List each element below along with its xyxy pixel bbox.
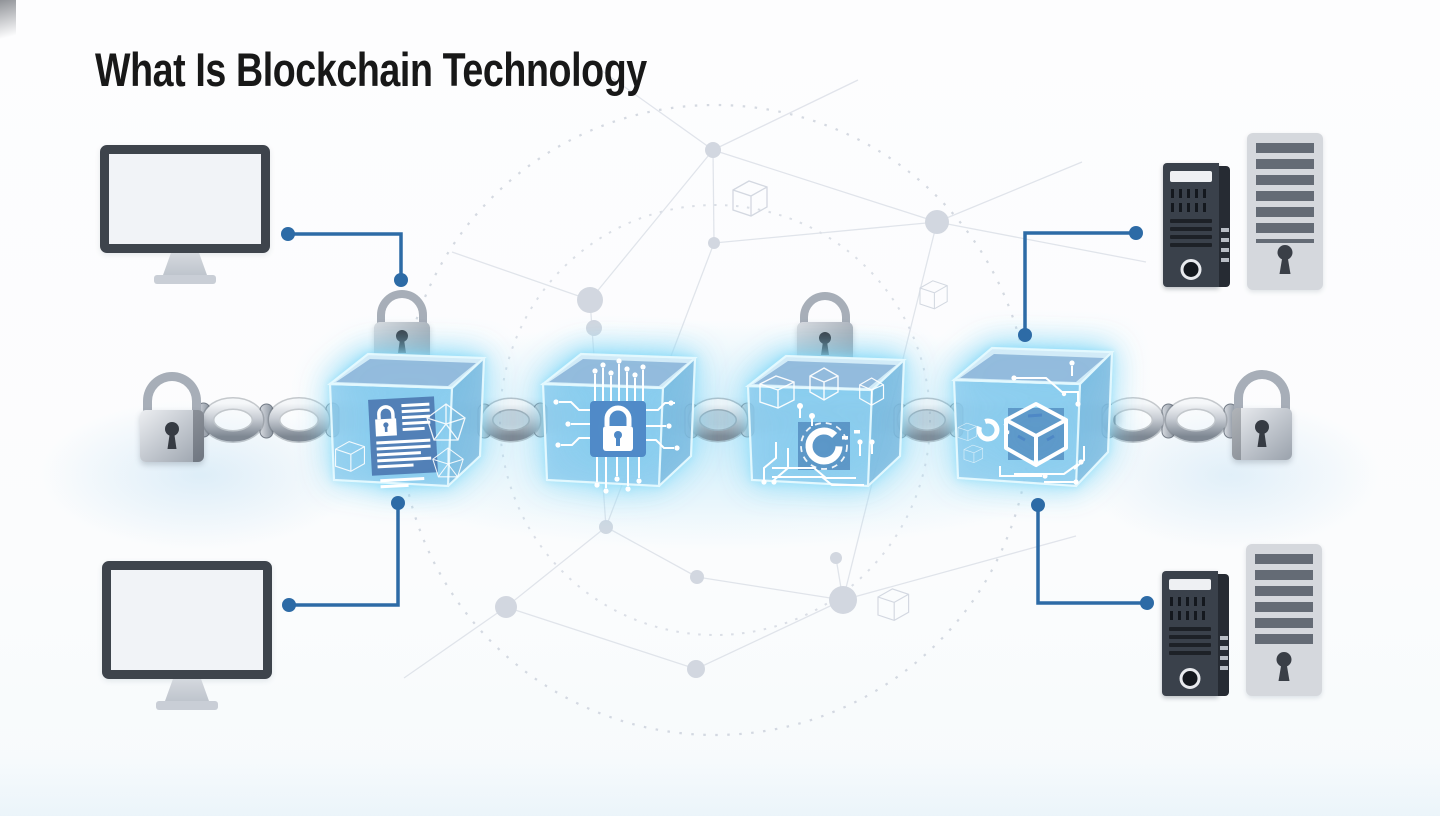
server-tower-dark xyxy=(1162,571,1218,696)
document-lock-icon xyxy=(326,352,487,489)
monitor-stand xyxy=(163,253,207,275)
server-vents xyxy=(1171,189,1211,198)
server-tower-light xyxy=(1246,544,1322,696)
wireframe-polyhedron-icon xyxy=(334,403,466,478)
left-end-padlock-icon xyxy=(140,372,204,462)
padlock-keyhole-stem xyxy=(167,434,177,449)
monitor-top-left xyxy=(100,145,270,284)
padlock-keyhole xyxy=(1255,420,1269,434)
padlock-keyhole xyxy=(165,422,179,436)
monitor-screen xyxy=(100,145,270,253)
wireframe-shapes xyxy=(759,367,885,409)
server-side-tabs xyxy=(1220,636,1228,672)
circuit-traces xyxy=(999,366,1085,483)
server-drive-slot xyxy=(1169,579,1211,590)
monitor-stand xyxy=(165,679,209,701)
server-slats xyxy=(1255,554,1313,650)
monitor-bottom-left xyxy=(102,561,272,710)
server-line xyxy=(1169,651,1211,655)
server-power-button-icon xyxy=(1179,668,1201,689)
circuit-traces xyxy=(559,364,675,488)
keyhole-icon xyxy=(1277,245,1293,260)
padlock-keyhole xyxy=(819,332,831,344)
connector-monitor-top-left xyxy=(288,232,403,280)
padlock-shackle xyxy=(1234,370,1290,423)
server-line xyxy=(1169,643,1211,647)
server-side-face xyxy=(1218,574,1229,696)
ring-icon xyxy=(800,422,848,470)
circuit-nodes xyxy=(761,403,875,485)
cube-face-marks xyxy=(1017,413,1055,442)
server-line xyxy=(1170,243,1212,247)
right-blue-wash xyxy=(1080,400,1380,550)
cube-circuit-icon xyxy=(951,346,1115,488)
monitor-screen xyxy=(102,561,272,679)
bottom-gradient xyxy=(0,756,1440,816)
server-line xyxy=(1170,227,1212,231)
block-4 xyxy=(944,338,1118,496)
corner-artifact xyxy=(0,0,16,52)
server-line xyxy=(1169,627,1211,631)
servers-bottom-right xyxy=(1162,544,1322,709)
wireframe-shapes xyxy=(957,422,984,464)
keyhole-stem xyxy=(1279,257,1291,274)
server-vents xyxy=(1171,203,1211,212)
server-line xyxy=(1170,235,1212,239)
connector-servers-top-right xyxy=(1023,231,1136,335)
padlock-shackle xyxy=(377,290,427,338)
padlock-keyhole-stem xyxy=(398,340,406,353)
monitor-base xyxy=(156,701,218,710)
servers-top-right xyxy=(1163,133,1323,298)
keyhole-stem xyxy=(1278,664,1290,681)
block-2 xyxy=(533,344,699,496)
server-side-face xyxy=(1219,166,1230,287)
keyhole-icon xyxy=(1276,652,1292,667)
padlock-keyhole-stem xyxy=(1257,432,1267,447)
padlock-keyhole-stem xyxy=(821,342,829,355)
server-tower-dark xyxy=(1163,163,1219,287)
cube-icon xyxy=(1004,402,1068,467)
server-power-button-icon xyxy=(1180,259,1202,280)
ring-icon xyxy=(976,418,1010,442)
server-tower-light xyxy=(1247,133,1323,290)
server-drive-slot xyxy=(1170,171,1212,182)
monitor-base xyxy=(154,275,216,284)
server-side-tabs xyxy=(1221,228,1229,264)
block-3 xyxy=(738,346,910,496)
server-vents xyxy=(1170,611,1210,620)
padlock-shackle xyxy=(800,292,850,338)
server-line xyxy=(1170,219,1212,223)
padlock-shackle xyxy=(143,372,201,427)
page-title: What Is Blockchain Technology xyxy=(95,43,647,96)
ring-circuit-icon xyxy=(744,354,907,488)
circuit-nodes xyxy=(553,358,680,494)
padlock-keyhole xyxy=(396,330,408,342)
circuit-nodes xyxy=(1011,360,1084,485)
right-end-padlock-icon xyxy=(1232,370,1292,460)
server-slats xyxy=(1256,143,1314,243)
block-1 xyxy=(320,344,488,496)
server-vents xyxy=(1170,597,1210,606)
circuit-traces xyxy=(763,408,873,486)
padlock-circuit-icon xyxy=(539,352,698,494)
server-line xyxy=(1169,635,1211,639)
